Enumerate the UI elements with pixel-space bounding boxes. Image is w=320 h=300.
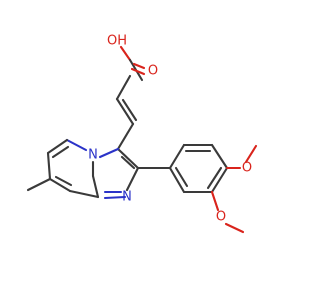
bond-c-o-double-1 [132,62,146,70]
bond-c6-c7 [46,151,52,181]
bond-c5-c6 [46,138,69,155]
bond-ar-6 [168,166,186,194]
dimethoxyphenyl-ring [136,143,258,234]
bond-c-c-chain [115,74,132,101]
atom-label-carbonyl-o: O [148,64,158,79]
atom-label-oh: OH [107,34,127,49]
bond-nbridge-c3 [98,147,120,159]
bond-ar-4 [210,166,229,194]
atom-label-o-methoxy-top: O [242,161,252,176]
atom-label-n-imidazole: N [122,190,132,205]
bond-c3-c2 [116,147,140,170]
bond-c5-c6-double [51,145,70,159]
atom-label-o-methoxy-bottom: O [216,210,226,225]
bond-c8-c8a [68,189,100,199]
bond-methyl [26,177,52,192]
acrylic-acid-chain [115,45,146,151]
bond-o-ch3-bottom [224,222,245,234]
bond-ar-6-double [174,166,189,188]
bond-c-o-double-2 [130,67,146,76]
structure-diagram: OH O N N O O [26,34,258,234]
bond-chain-to-ring [116,122,135,151]
bond-c2-n [125,166,140,192]
bond-ar-1 [168,143,186,170]
bond-c3-c2-double [120,155,136,170]
pyridine-ring [26,138,100,199]
bond-c-oh [119,45,132,62]
imidazole-ring [91,147,140,200]
bond-c8a-n-bridge [91,174,100,199]
atom-label-n-bridge: N [88,148,98,163]
bond-ar-3 [210,143,229,170]
bond-c7-c8 [48,177,72,193]
bond-n-c8a [103,195,127,200]
bond-c7-c8-double [54,175,73,187]
bond-o-ch3-top [244,144,258,164]
atom-labels: OH O N N O O [88,34,252,225]
bond-vinyl-double [121,98,138,122]
bond-ar-4-double [206,166,223,190]
bond-nbridge-c5 [65,138,88,152]
bond-ar-o-bottom [210,190,220,212]
bond-vinyl [115,97,135,126]
